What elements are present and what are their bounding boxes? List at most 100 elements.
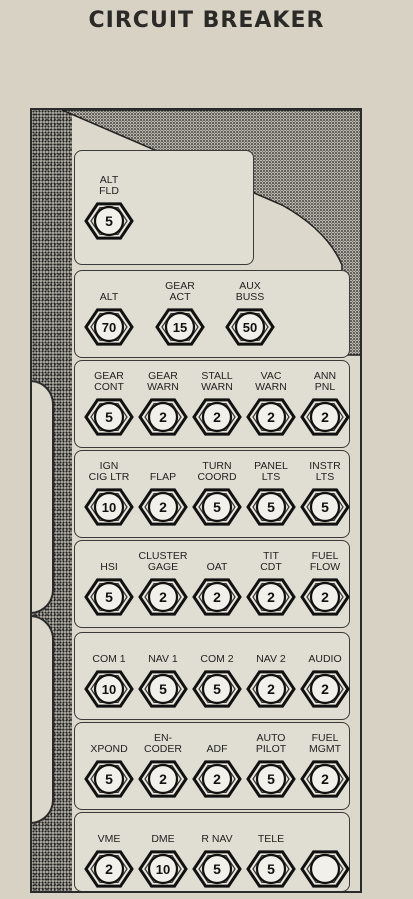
breaker-rating: 5	[267, 861, 275, 877]
breaker-label: ALT	[99, 291, 119, 303]
breaker-rating: 5	[105, 213, 113, 229]
breaker-rating: 5	[267, 499, 275, 515]
breaker-label: DME	[151, 833, 175, 845]
breaker-label: NAV 2	[256, 653, 286, 665]
breaker-rating: 2	[159, 589, 167, 605]
breaker-label: AUDIO	[308, 653, 342, 665]
circuit-breaker[interactable]: NAV 2 2	[243, 641, 299, 711]
breaker-rating: 2	[105, 861, 113, 877]
breaker-rating: 10	[102, 682, 116, 697]
breaker-rating: 2	[159, 499, 167, 515]
breaker-label: EN-CODER	[144, 732, 182, 755]
breaker-rating: 5	[105, 589, 113, 605]
breaker-label: ADF	[206, 743, 228, 755]
breaker-rating: 5	[105, 409, 113, 425]
circuit-breaker[interactable]: R NAV 5	[189, 821, 245, 891]
breaker-label: COM 2	[200, 653, 234, 665]
breaker-rating: 5	[267, 771, 275, 787]
panel-cutout-upper	[32, 380, 54, 614]
breaker-label: HSI	[100, 561, 118, 573]
circuit-breaker[interactable]: FLAP 2	[135, 459, 191, 529]
diagram-title: CIRCUIT BREAKER	[88, 8, 325, 33]
breaker-rating: 2	[159, 771, 167, 787]
breaker-label: NAV 1	[148, 653, 178, 665]
circuit-breaker[interactable]: ALT 70	[81, 279, 137, 349]
circuit-breaker[interactable]: AUDIO 2	[297, 641, 353, 711]
breaker-rating: 5	[321, 499, 329, 515]
breaker-rating: 70	[102, 320, 116, 335]
breaker-rating: 10	[102, 500, 116, 515]
breaker-rating: 15	[173, 320, 187, 335]
breaker-rating: 5	[159, 681, 167, 697]
breaker-rating: 2	[267, 681, 275, 697]
circuit-breaker[interactable]: EN-CODER 2	[135, 731, 191, 801]
breaker-rating: 2	[213, 771, 221, 787]
breaker-rating: 50	[243, 320, 257, 335]
breaker-label: FLAP	[149, 471, 177, 483]
breaker-rating: 5	[213, 861, 221, 877]
breaker-rating: 2	[213, 589, 221, 605]
breaker-rating: 2	[321, 409, 329, 425]
circuit-breaker[interactable]: NAV 1 5	[135, 641, 191, 711]
breaker-rating: 2	[267, 589, 275, 605]
breaker-rating: 2	[321, 681, 329, 697]
circuit-breaker[interactable]: OAT 2	[189, 549, 245, 619]
breaker-label: VME	[97, 833, 121, 845]
breaker-label: OAT	[206, 561, 228, 573]
breaker-rating: 2	[321, 589, 329, 605]
circuit-breaker[interactable]: HSI 5	[81, 549, 137, 619]
breaker-rating: 10	[156, 862, 170, 877]
breaker-label	[297, 821, 353, 845]
panel-cutout-lower	[32, 615, 54, 824]
circuit-breaker[interactable]	[297, 821, 353, 891]
circuit-breaker[interactable]: DME 10	[135, 821, 191, 891]
circuit-breaker[interactable]: ADF 2	[189, 731, 245, 801]
circuit-breaker[interactable]: VME 2	[81, 821, 137, 891]
breaker-label: R NAV	[201, 833, 233, 845]
breaker-rating: 5	[213, 499, 221, 515]
breaker-label: XPOND	[90, 743, 128, 755]
